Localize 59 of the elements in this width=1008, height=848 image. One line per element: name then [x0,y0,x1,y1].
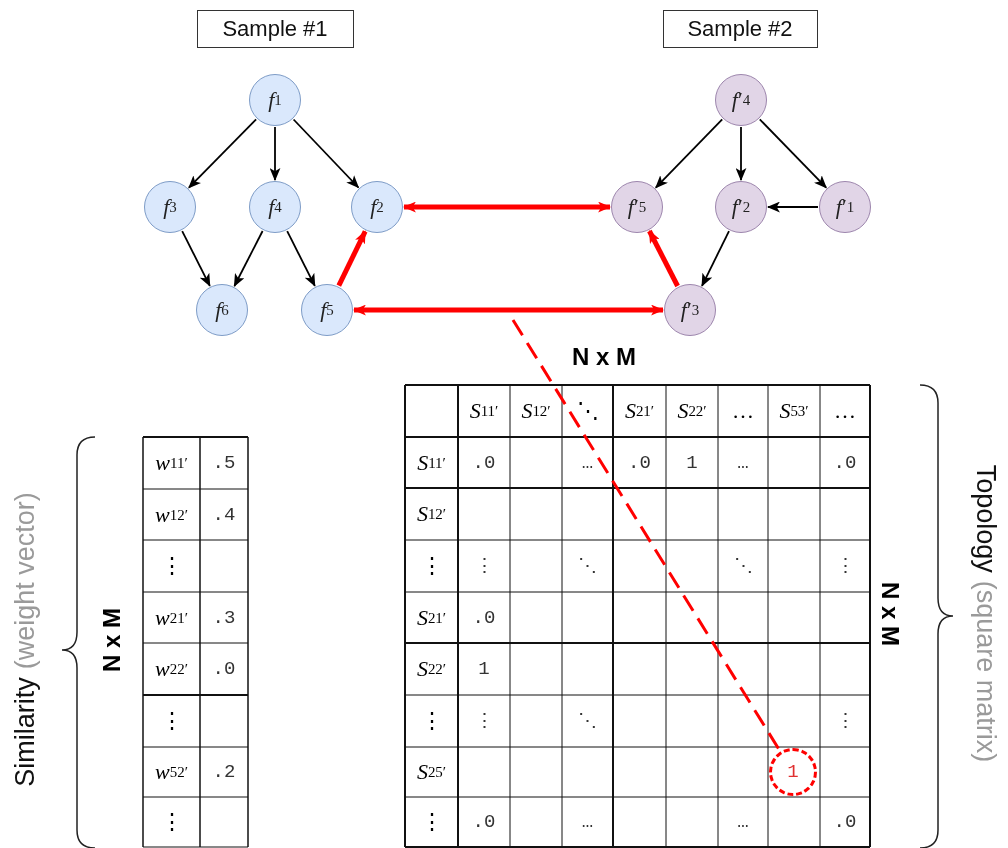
arrow [292,118,360,189]
double-arrow [352,304,665,316]
dimension-label: N x M [876,582,904,646]
circled-value: 1 [769,748,817,796]
table-cell-text: ⋮ [419,808,444,836]
table-cell-text: … [736,810,750,835]
table-cell-text: ⋮ [473,555,495,580]
table-cell-text: ⋮ [159,707,184,735]
table-cell-text: ⋮ [834,555,856,580]
arrow [286,230,316,287]
double-arrow [402,201,612,213]
table-cell-text: ⋱ [577,555,598,580]
table-cell-text: .3 [211,605,237,631]
axis-caption: (square matrix) [970,580,1001,763]
table-cell-text: ⋮ [419,552,444,580]
table-cell-text: .4 [211,502,237,528]
table-cell-text: .0 [471,450,497,476]
dimension-label: N x M [98,608,126,672]
table-cell-text: .5 [211,451,237,476]
arrow [766,201,819,213]
arrow [647,229,680,288]
table-cell-text: … [731,397,755,425]
table-cell-text: .2 [211,760,237,785]
table-cell-text: .0 [627,450,652,476]
dimension-label: N x M [572,343,636,371]
axis-caption: (weight vector) [9,492,40,670]
table-cell-text: .0 [471,605,497,631]
table-cell-text: … [736,450,750,476]
title-box: Sample #2 [662,10,818,48]
arrow [654,118,724,189]
table-cell-text: … [580,810,595,835]
table-cell-text: ⋮ [159,808,184,836]
title-box: Sample #1 [196,10,354,48]
table-cell-text: ⋱ [732,555,754,580]
table-cell-text: ⋱ [575,397,600,425]
table-cell-text: 1 [477,657,491,682]
table-cell-text: 1 [685,450,699,476]
table-cell-text: … [580,450,595,476]
table-cell-text: .0 [211,657,237,682]
arrow [233,230,264,287]
table-cell-text: ⋮ [159,552,184,580]
arrow [701,230,730,287]
table-cell-text: .0 [832,450,858,476]
arrow [269,126,281,182]
arrow [181,230,211,287]
axis-caption: Topology [970,464,1001,573]
axis-caption: Similarity [9,677,40,787]
arrow [758,118,828,189]
table-cell-text: ⋮ [834,710,856,735]
connector-line [511,319,782,752]
table-cell-text: .0 [471,810,497,835]
table-cell-text: ⋱ [577,710,598,735]
table-cell-text: ⋮ [473,710,495,735]
table-cell-text: … [833,397,857,425]
arrow [336,230,368,287]
table-cell-text: ⋮ [419,707,444,735]
arrow [188,118,257,189]
table-cell-text: .0 [832,810,858,835]
arrow [735,126,747,182]
